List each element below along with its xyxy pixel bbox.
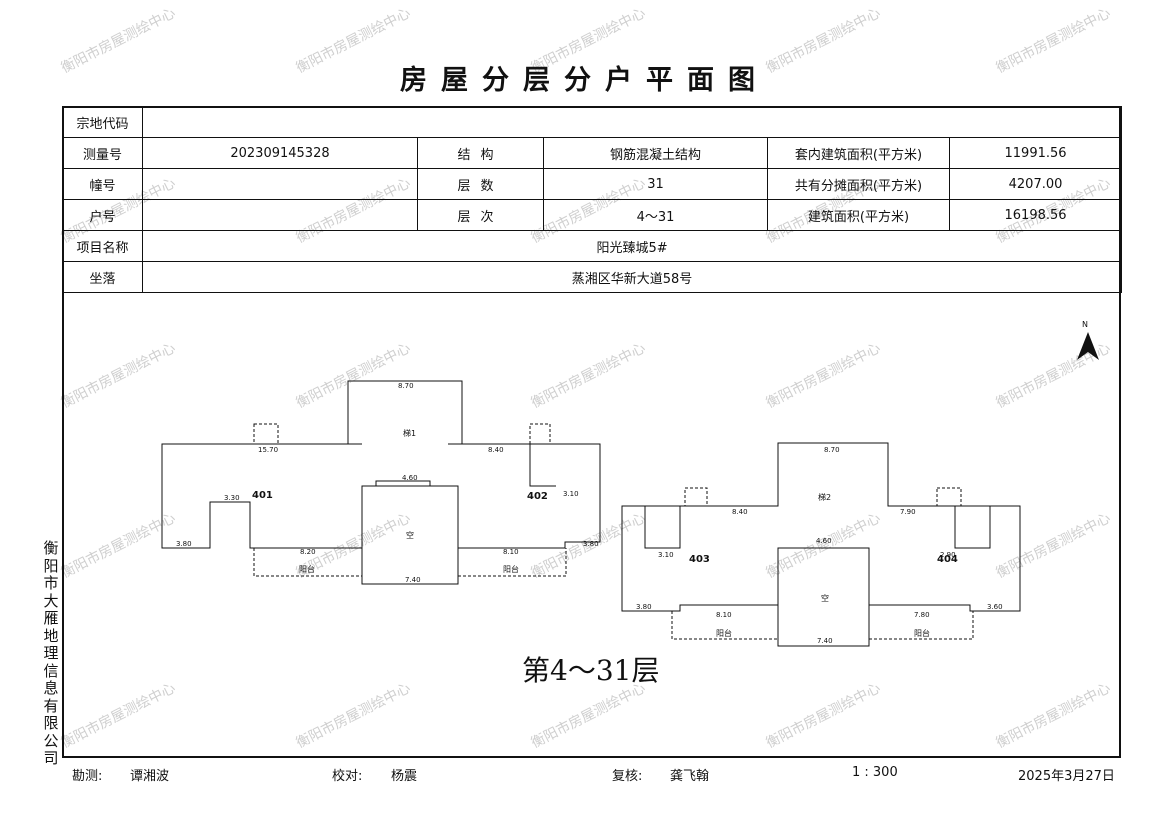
svg-text:15.70: 15.70	[258, 446, 278, 454]
balcony-left-1	[253, 548, 362, 577]
void-right	[777, 547, 870, 647]
parcel-code-value	[141, 106, 1123, 138]
svg-text:3.80: 3.80	[636, 603, 652, 611]
svg-text:8.40: 8.40	[488, 446, 504, 454]
survey-no-label: 测量号	[62, 137, 143, 169]
location-value: 蒸湘区华新大道58号	[141, 261, 1123, 293]
balcony-label: 阳台	[503, 564, 519, 574]
inner-area-value: 11991.56	[948, 137, 1123, 169]
info-table: 宗地代码 测量号 202309145328 结构 钢筋混凝土结构 套内建筑面积(…	[62, 106, 1123, 293]
shared-area-value: 4207.00	[948, 168, 1123, 200]
svg-text:8.70: 8.70	[824, 446, 840, 454]
unit-label-404: 404	[937, 554, 958, 565]
north-arrow-icon: N	[1077, 320, 1099, 360]
structure-label: 结构	[417, 137, 544, 169]
unit-label-401: 401	[252, 490, 273, 501]
balcony-left-2	[458, 548, 567, 577]
svg-text:7.90: 7.90	[900, 508, 916, 516]
svg-text:4.60: 4.60	[816, 537, 832, 545]
balcony-label: 阳台	[299, 564, 315, 574]
shared-area-label: 共有分摊面积(平方米)	[767, 168, 950, 200]
page-title: 房屋分层分户平面图	[400, 65, 769, 96]
svg-text:3.80: 3.80	[583, 540, 599, 548]
svg-text:3.10: 3.10	[658, 551, 674, 559]
project-name-label: 项目名称	[62, 230, 143, 262]
building-no-value	[142, 168, 418, 200]
unit-no-label: 户号	[62, 199, 143, 231]
table-row: 项目名称 阳光臻城5#	[62, 230, 1123, 262]
balcony-right-1	[671, 611, 778, 640]
floor-label: 第4～31层	[522, 654, 659, 687]
building-area-value: 16198.56	[948, 199, 1123, 231]
north-label: N	[1082, 320, 1088, 329]
svg-text:8.10: 8.10	[503, 548, 519, 556]
svg-text:2.90: 2.90	[940, 551, 956, 559]
stair-1-label: 梯1	[403, 428, 416, 438]
building-area-label: 建筑面积(平方米)	[767, 199, 950, 231]
project-name-value: 阳光臻城5#	[141, 230, 1123, 262]
svg-text:3.30: 3.30	[224, 494, 240, 502]
table-row: 宗地代码	[62, 106, 1123, 138]
svg-text:7.80: 7.80	[914, 611, 930, 619]
balcony-right-2	[869, 611, 974, 640]
floors-label: 层数	[417, 168, 544, 200]
structure-value: 钢筋混凝土结构	[543, 137, 768, 169]
location-label: 坐落	[62, 261, 143, 293]
parcel-code-label: 宗地代码	[62, 106, 143, 138]
svg-text:8.70: 8.70	[398, 382, 414, 390]
svg-text:3.80: 3.80	[176, 540, 192, 548]
checker-name: 杨震	[391, 769, 418, 784]
table-row: 坐落 蒸湘区华新大道58号	[62, 261, 1123, 293]
svg-text:4.60: 4.60	[402, 474, 418, 482]
svg-text:3.10: 3.10	[563, 490, 579, 498]
floors-value: 31	[543, 168, 768, 200]
surveyor-label: 勘测:	[72, 769, 103, 784]
date: 2025年3月27日	[1018, 769, 1115, 784]
balcony-label: 阳台	[716, 628, 732, 638]
scale: 1 : 300	[852, 765, 898, 780]
floor-plan: 8.70 15.70 8.40 3.30 4.60 8.20 8.10 3.80…	[161, 320, 1099, 687]
building-no-label: 幢号	[62, 168, 143, 200]
surveyor-name: 谭湘波	[130, 769, 170, 784]
company-name-vertical: 衡阳市大雁地理信息有限公司	[43, 539, 59, 767]
balcony-label: 阳台	[914, 628, 930, 638]
svg-text:7.40: 7.40	[817, 637, 833, 645]
svg-text:8.20: 8.20	[300, 548, 316, 556]
right-building-outline	[621, 442, 1021, 612]
inner-area-label: 套内建筑面积(平方米)	[767, 137, 950, 169]
table-row: 测量号 202309145328 结构 钢筋混凝土结构 套内建筑面积(平方米) …	[62, 137, 1123, 169]
svg-text:8.40: 8.40	[732, 508, 748, 516]
checker-label: 校对:	[332, 769, 363, 784]
reviewer-label: 复核:	[612, 769, 643, 784]
table-row: 户号 层次 4～31 建筑面积(平方米) 16198.56	[62, 199, 1123, 231]
unit-label-402: 402	[527, 491, 548, 502]
svg-text:8.10: 8.10	[716, 611, 732, 619]
reviewer-name: 龚飞翰	[670, 769, 710, 784]
unit-no-value	[142, 199, 418, 231]
stair-2-label: 梯2	[818, 492, 831, 502]
unit-label-403: 403	[689, 554, 710, 565]
table-row: 幢号 层数 31 共有分摊面积(平方米) 4207.00	[62, 168, 1123, 200]
svg-text:7.40: 7.40	[405, 576, 421, 584]
void-left	[361, 485, 459, 585]
left-building-outline	[161, 380, 601, 549]
svg-text:3.60: 3.60	[987, 603, 1003, 611]
floor-range-value: 4～31	[543, 199, 768, 231]
floor-range-label: 层次	[417, 199, 544, 231]
void-right-label: 空	[821, 593, 829, 603]
void-left-label: 空	[406, 530, 414, 540]
survey-no-value: 202309145328	[142, 137, 418, 169]
